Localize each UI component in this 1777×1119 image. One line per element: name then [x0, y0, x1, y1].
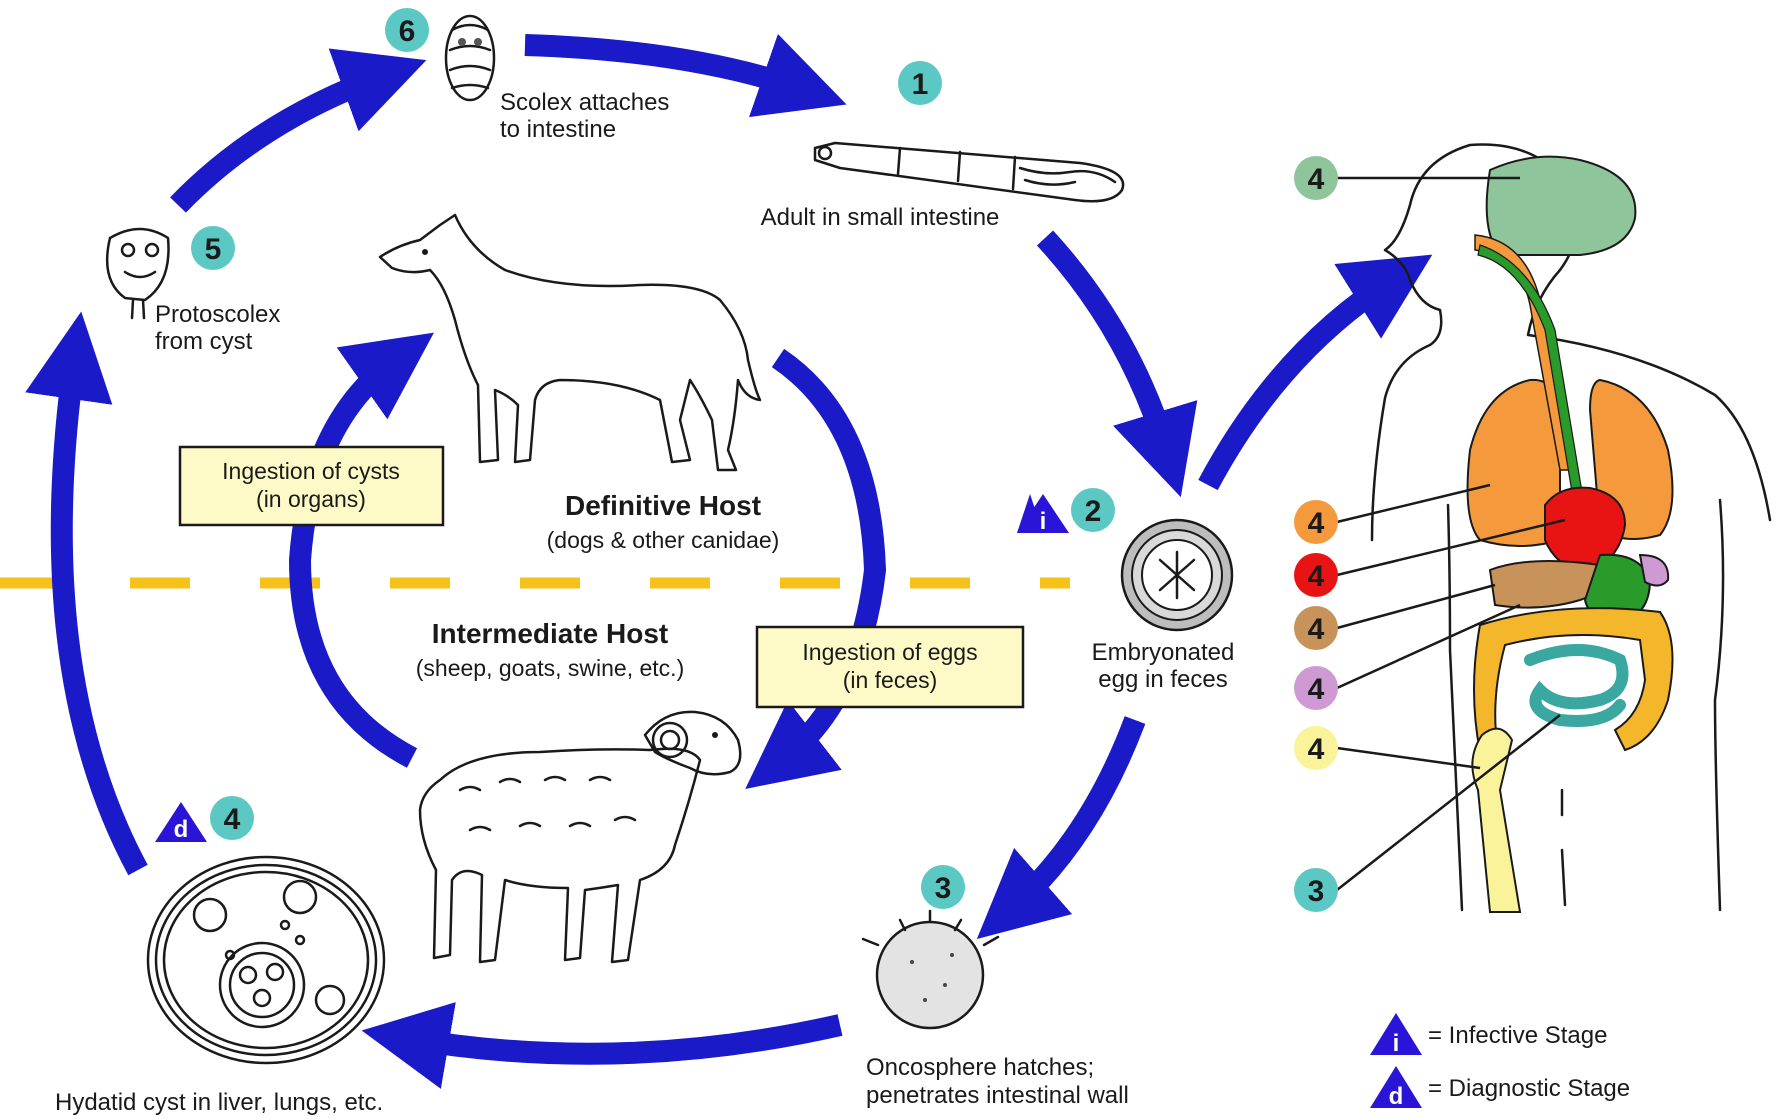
stage-4-label: Hydatid cyst in liver, lungs, etc. — [55, 1089, 383, 1116]
svg-text:1: 1 — [912, 68, 929, 101]
svg-text:4: 4 — [1308, 560, 1325, 593]
svg-text:Embryonated: Embryonated — [1092, 639, 1235, 666]
stage-badge-5: 5 — [191, 226, 235, 270]
stage-6-label: Scolex attaches to intestine — [500, 89, 669, 143]
svg-text:4: 4 — [1308, 507, 1325, 540]
svg-text:3: 3 — [935, 872, 952, 905]
diagnostic-stage-marker: d — [155, 802, 207, 843]
arrow-2-to-3 — [1010, 720, 1135, 910]
arrow-cysts-to-dog — [300, 358, 412, 758]
arrow-6-to-1 — [525, 45, 805, 90]
scolex-illustration — [446, 16, 494, 100]
svg-text:d: d — [1389, 1083, 1404, 1110]
organ-spleen — [1640, 555, 1668, 586]
intermediate-host-label: Intermediate Host (sheep, goats, swine, … — [416, 618, 684, 681]
dog-illustration — [380, 215, 760, 470]
arrow-3-to-4 — [405, 1025, 840, 1054]
stage-badge-3: 3 — [921, 865, 965, 909]
stage-badge-4: 4 — [210, 796, 254, 840]
human-badge-bone: 4 — [1294, 726, 1338, 770]
svg-text:4: 4 — [1308, 163, 1325, 196]
svg-text:Ingestion of cysts: Ingestion of cysts — [222, 458, 400, 484]
infective-stage-marker: i — [1017, 494, 1069, 535]
stage-5-label: Protoscolex from cyst — [155, 301, 280, 355]
svg-text:= Diagnostic Stage: = Diagnostic Stage — [1428, 1075, 1630, 1102]
arrow-2-to-human — [1208, 278, 1395, 485]
svg-text:i: i — [1040, 508, 1047, 535]
svg-text:3: 3 — [1308, 875, 1325, 908]
definitive-host-label: Definitive Host (dogs & other canidae) — [547, 490, 780, 553]
svg-text:(in feces): (in feces) — [843, 667, 938, 693]
svg-text:(sheep, goats, swine, etc.): (sheep, goats, swine, etc.) — [416, 655, 684, 681]
svg-text:egg in feces: egg in feces — [1098, 666, 1227, 693]
svg-text:Intermediate Host: Intermediate Host — [432, 618, 669, 649]
svg-text:Protoscolex: Protoscolex — [155, 301, 280, 328]
svg-text:Adult in small intestine: Adult in small intestine — [761, 204, 1000, 231]
human-badge-spleen: 4 — [1294, 666, 1338, 710]
oncosphere-illustration — [863, 911, 998, 1028]
svg-text:i: i — [1393, 1030, 1400, 1057]
svg-text:Oncosphere hatches;: Oncosphere hatches; — [866, 1054, 1094, 1081]
human-badge-brain: 4 — [1294, 156, 1338, 200]
arrow-5-to-6 — [178, 75, 385, 205]
svg-text:Scolex attaches: Scolex attaches — [500, 89, 669, 116]
human-badge-intestine: 3 — [1294, 868, 1338, 912]
human-badge-heart: 4 — [1294, 553, 1338, 597]
svg-text:Hydatid cyst in liver, lungs,: Hydatid cyst in liver, lungs, etc. — [55, 1089, 383, 1116]
stage-badge-2: 2 — [1071, 488, 1115, 532]
sheep-illustration — [420, 712, 740, 962]
human-organs — [1468, 157, 1673, 912]
organ-femur — [1472, 729, 1520, 912]
svg-text:4: 4 — [1308, 733, 1325, 766]
stage-badge-6: 6 — [385, 8, 429, 52]
svg-text:d: d — [174, 816, 189, 843]
arrow-1-to-2 — [1045, 238, 1168, 455]
svg-text:penetrates intestinal wall: penetrates intestinal wall — [866, 1082, 1129, 1109]
stage-1-label: Adult in small intestine — [761, 204, 1000, 231]
legend-infective: i = Infective Stage — [1370, 1013, 1607, 1057]
svg-text:2: 2 — [1085, 495, 1102, 528]
organ-brain — [1487, 157, 1636, 255]
stage-2-label: Embryonated egg in feces — [1092, 639, 1235, 693]
svg-text:(in organs): (in organs) — [256, 486, 366, 512]
svg-text:to intestine: to intestine — [500, 116, 616, 143]
human-badge-liver: 4 — [1294, 606, 1338, 650]
svg-text:Ingestion of eggs: Ingestion of eggs — [802, 639, 977, 665]
egg-illustration — [1122, 520, 1232, 630]
human-badges: 4 4 4 4 4 4 3 — [1294, 156, 1338, 912]
svg-text:5: 5 — [205, 233, 222, 266]
svg-text:= Infective Stage: = Infective Stage — [1428, 1022, 1607, 1049]
svg-text:Definitive Host: Definitive Host — [565, 490, 761, 521]
svg-text:(dogs & other canidae): (dogs & other canidae) — [547, 527, 780, 553]
legend-diagnostic: d = Diagnostic Stage — [1370, 1066, 1630, 1110]
svg-text:4: 4 — [224, 803, 241, 836]
legend: i = Infective Stage d = Diagnostic Stage — [1370, 1013, 1630, 1110]
stage-badge-1: 1 — [898, 61, 942, 105]
human-badge-lungs: 4 — [1294, 500, 1338, 544]
hydatid-cyst-illustration — [148, 857, 384, 1063]
arrow-4-to-5 — [62, 355, 138, 870]
svg-text:6: 6 — [399, 15, 416, 48]
ingestion-cysts-box: Ingestion of cysts (in organs) — [180, 447, 443, 525]
svg-text:from cyst: from cyst — [155, 328, 253, 355]
svg-text:4: 4 — [1308, 613, 1325, 646]
organ-small-intestine — [1530, 650, 1623, 721]
svg-text:4: 4 — [1308, 673, 1325, 706]
adult-worm-illustration — [815, 143, 1123, 201]
ingestion-eggs-box: Ingestion of eggs (in feces) — [757, 627, 1023, 707]
stage-3-label: Oncosphere hatches; penetrates intestina… — [866, 1054, 1129, 1109]
